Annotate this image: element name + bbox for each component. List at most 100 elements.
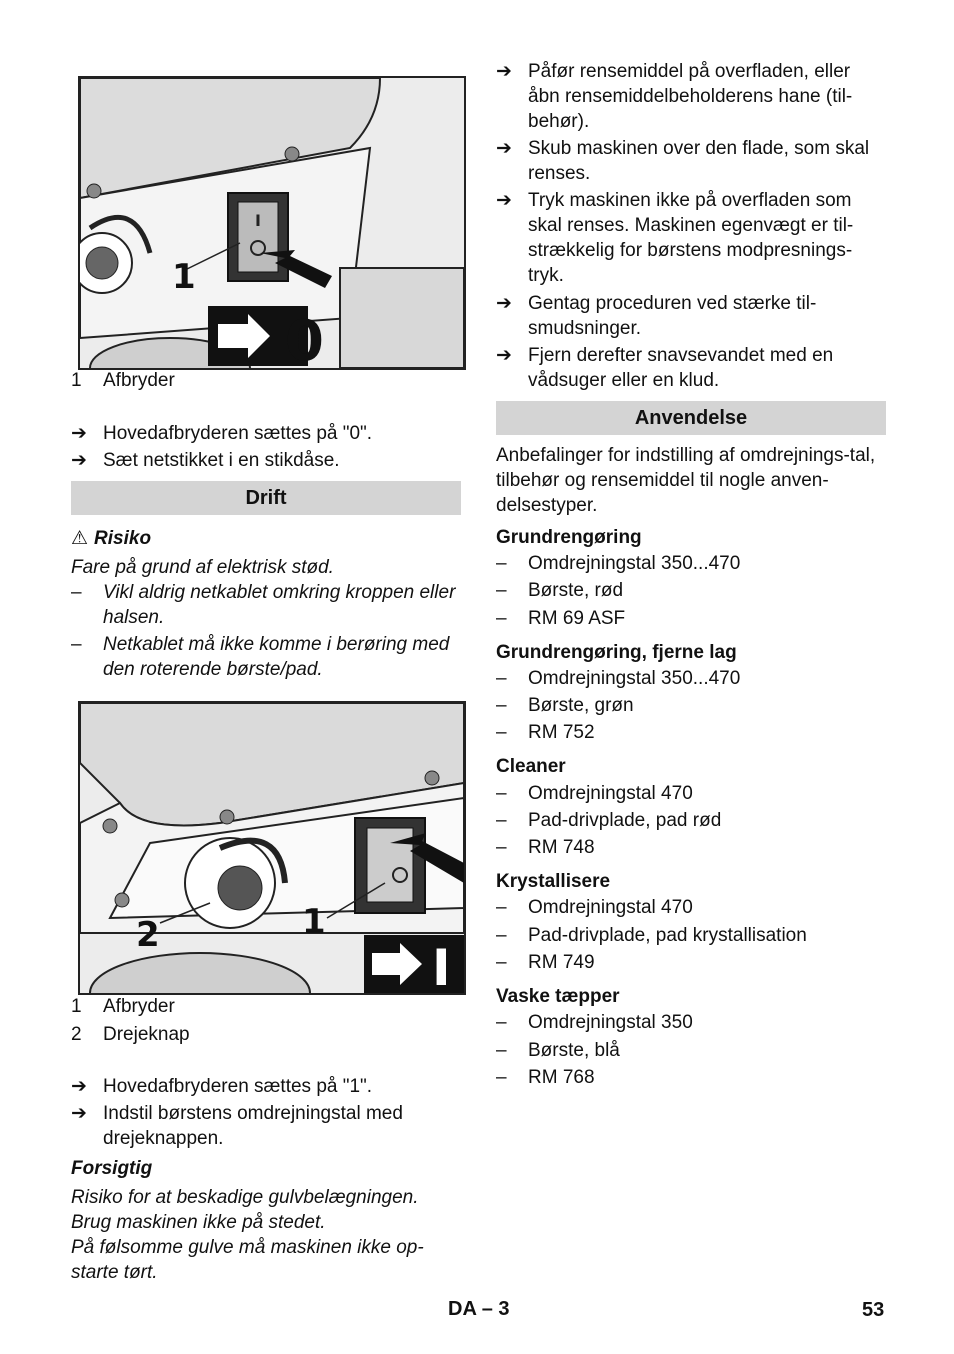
- figure2-caption: 2 Drejeknap: [71, 1022, 190, 1047]
- page-number: 53: [862, 1299, 885, 1321]
- step-item: ➔ Hovedafbryderen sættes på "0".: [71, 421, 461, 446]
- figure1-label-1: 1: [172, 257, 196, 297]
- caption-number: 2: [71, 1024, 82, 1045]
- group-item-text: Omdrejningstal 470: [528, 783, 693, 804]
- arrow-icon: ➔: [496, 293, 512, 314]
- warning-item: – Vikl aldrig netkablet omkring kroppen …: [71, 580, 461, 630]
- dash-icon: –: [496, 925, 507, 946]
- arrow-icon: ➔: [71, 423, 87, 444]
- group-title: Grundrengøring, fjerne lag: [496, 642, 737, 663]
- warning-title: ⚠Risiko: [71, 526, 151, 551]
- dash-icon: –: [496, 553, 507, 574]
- arrow-icon: ➔: [496, 61, 512, 82]
- warning-title-text: Risiko: [94, 528, 152, 549]
- step-item: ➔ Fjern derefter snavsevandet med en våd…: [496, 343, 886, 393]
- step-text: Hovedafbryderen sættes på "1".: [103, 1076, 373, 1097]
- dash-icon: –: [496, 783, 507, 804]
- dash-icon: –: [496, 810, 507, 831]
- arrow-icon: ➔: [496, 190, 512, 211]
- group-item-text: RM 768: [528, 1067, 595, 1088]
- step-text: Indstil børstens omdrejningstal med drej…: [103, 1103, 403, 1149]
- group-item: –Omdrejningstal 350...470: [496, 666, 886, 691]
- group-item-text: Børste, grøn: [528, 695, 634, 716]
- arrow-icon: ➔: [71, 1103, 87, 1124]
- step-text: Sæt netstikket i en stikdåse.: [103, 450, 340, 471]
- dash-icon: –: [496, 1012, 507, 1033]
- caution-line: Brug maskinen ikke på stedet.: [71, 1212, 326, 1233]
- group-item-text: RM 752: [528, 722, 595, 743]
- dash-icon: –: [496, 837, 507, 858]
- dash-icon: –: [496, 952, 507, 973]
- dash-icon: –: [496, 722, 507, 743]
- step-item: ➔ Gentag proceduren ved stærke til-smuds…: [496, 291, 886, 341]
- step-item: ➔ Tryk maskinen ikke på overfladen som s…: [496, 188, 886, 288]
- group-item: –Børste, blå: [496, 1038, 886, 1063]
- group-item-text: Børste, rød: [528, 580, 624, 601]
- group-title: Cleaner: [496, 756, 566, 777]
- group-item-text: Pad-drivplade, pad krystallisation: [528, 925, 807, 946]
- arrow-icon: ➔: [71, 1076, 87, 1097]
- step-text: Hovedafbryderen sættes på "0".: [103, 423, 373, 444]
- group-item-text: Pad-drivplade, pad rød: [528, 810, 722, 831]
- section-heading-anvendelse: Anvendelse: [496, 401, 886, 435]
- dash-icon: –: [71, 634, 82, 655]
- svg-text:I: I: [255, 211, 261, 230]
- group-item: –RM 749: [496, 950, 886, 975]
- figure2-label-1: 1: [302, 902, 326, 942]
- group-item-text: RM 69 ASF: [528, 608, 626, 629]
- figure-switch-on: 1 2 I: [78, 701, 466, 995]
- group-item: –Omdrejningstal 470: [496, 895, 886, 920]
- group-item-text: Omdrejningstal 350...470: [528, 668, 741, 689]
- group-item: –Børste, grøn: [496, 693, 886, 718]
- group-item: –Omdrejningstal 350...470: [496, 551, 886, 576]
- switch-on-illustration: 1 2 I: [80, 703, 464, 993]
- caption-text: Drejeknap: [103, 1024, 190, 1045]
- step-item: ➔ Påfør rensemiddel på overfladen, eller…: [496, 59, 886, 134]
- dash-icon: –: [71, 582, 82, 603]
- group-item: –RM 748: [496, 835, 886, 860]
- figure1-caption: 1 Afbryder: [71, 368, 175, 393]
- group-item: –Pad-drivplade, pad rød: [496, 808, 886, 833]
- figure2-label-2: 2: [136, 915, 160, 955]
- group-title: Grundrengøring: [496, 527, 642, 548]
- arrow-icon: ➔: [496, 345, 512, 366]
- step-text: Påfør rensemiddel på overfladen, eller å…: [528, 61, 853, 132]
- arrow-icon: ➔: [71, 450, 87, 471]
- group-title: Krystallisere: [496, 871, 611, 892]
- figure2-switch-symbol: I: [432, 939, 451, 993]
- step-item: ➔ Sæt netstikket i en stikdåse.: [71, 448, 461, 473]
- dash-icon: –: [496, 897, 507, 918]
- caption-number: 1: [71, 996, 82, 1017]
- dash-icon: –: [496, 668, 507, 689]
- warning-icon: ⚠: [71, 528, 89, 549]
- step-item: ➔ Hovedafbryderen sættes på "1".: [71, 1074, 461, 1099]
- anvendelse-intro: Anbefalinger for indstilling af omdrejni…: [496, 445, 876, 516]
- switch-off-illustration: I 1 0: [80, 78, 464, 368]
- step-text: Skub maskinen over den flade, som skal r…: [528, 138, 870, 184]
- group-item-text: Børste, blå: [528, 1040, 620, 1061]
- group-item: –Omdrejningstal 350: [496, 1010, 886, 1035]
- caution-line: På følsomme gulve må maskinen ikke op-: [71, 1237, 424, 1258]
- dash-icon: –: [496, 580, 507, 601]
- group-item-text: Omdrejningstal 350: [528, 1012, 693, 1033]
- warning-item: – Netkablet må ikke komme i berøring med…: [71, 632, 461, 682]
- caption-number: 1: [71, 370, 82, 391]
- figure1-switch-symbol: 0: [285, 309, 324, 368]
- figure2-caption: 1 Afbryder: [71, 994, 175, 1019]
- group-item: –Omdrejningstal 470: [496, 781, 886, 806]
- step-text: Gentag proceduren ved stærke til-smudsni…: [528, 293, 817, 339]
- dash-icon: –: [496, 695, 507, 716]
- group-item: –Børste, rød: [496, 578, 886, 603]
- group-item-text: Omdrejningstal 470: [528, 897, 693, 918]
- dash-icon: –: [496, 608, 507, 629]
- group-item: –RM 768: [496, 1065, 886, 1090]
- group-item-text: RM 749: [528, 952, 595, 973]
- group-item: –RM 752: [496, 720, 886, 745]
- group-item: –Pad-drivplade, pad krystallisation: [496, 923, 886, 948]
- dash-icon: –: [496, 1040, 507, 1061]
- step-text: Tryk maskinen ikke på overfladen som ska…: [528, 190, 854, 286]
- group-title: Vaske tæpper: [496, 986, 620, 1007]
- step-text: Fjern derefter snavsevandet med en vådsu…: [528, 345, 834, 391]
- warning-intro: Fare på grund af elektrisk stød.: [71, 557, 334, 578]
- dash-icon: –: [496, 1067, 507, 1088]
